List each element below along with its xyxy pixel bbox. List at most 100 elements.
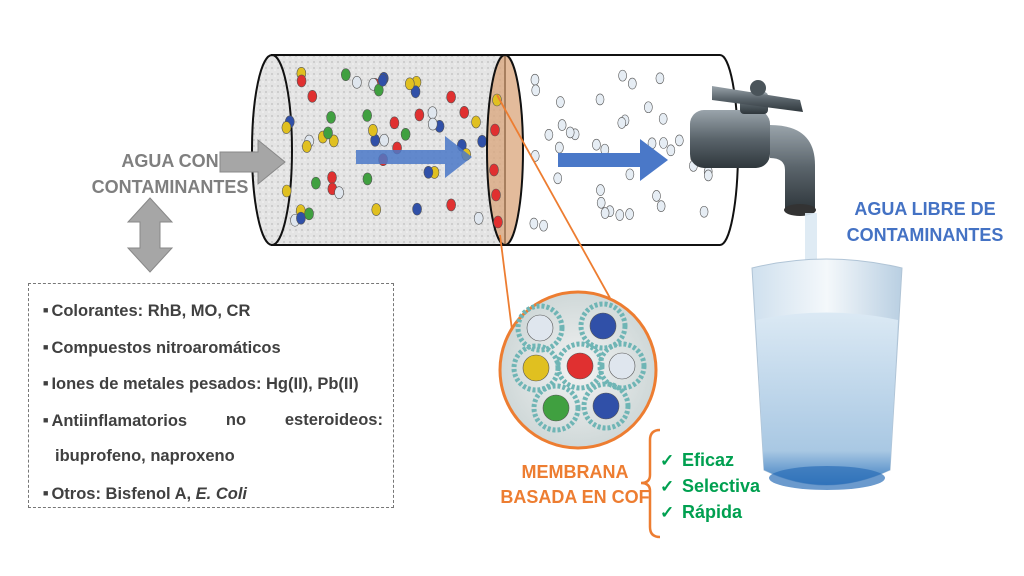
water-molecule (600, 207, 610, 219)
particle (296, 74, 307, 88)
clean-pipe (504, 54, 739, 246)
list-item-text: esteroideos: (284, 410, 383, 429)
benefit-text: Selectiva (682, 476, 761, 496)
particle (362, 172, 373, 186)
water-molecule (531, 84, 541, 97)
water-molecule (592, 138, 601, 151)
bullet-icon: ■ (43, 305, 49, 315)
benefit-item: ✓Eficaz (660, 447, 760, 473)
water-molecule (544, 128, 554, 141)
water-molecule (655, 72, 665, 85)
bullet-icon: ■ (43, 341, 49, 352)
adsorbed-molecule (566, 352, 594, 380)
particle (362, 109, 372, 122)
water-molecule (659, 137, 668, 149)
inlet-label-line: CONTAMINANTES (91, 177, 249, 197)
water-molecule (529, 217, 539, 230)
adsorbed-molecule (608, 352, 636, 380)
particle (334, 186, 344, 199)
trapped-particle (489, 163, 499, 177)
particle (371, 203, 382, 216)
cof-pore (531, 383, 581, 433)
water-molecule (595, 93, 605, 106)
particle (389, 116, 400, 130)
particle (379, 133, 389, 147)
trapped-particle (491, 188, 501, 202)
bullet-icon: ■ (43, 487, 49, 498)
trapped-particle (490, 123, 500, 137)
particle (446, 90, 456, 104)
water-molecule (617, 117, 627, 129)
list-item-italic: E. Coli (195, 484, 248, 503)
benefit-text: Eficaz (682, 450, 735, 470)
trapped-particle (492, 93, 502, 107)
list-item: ■Compuestos nitroaromáticos (43, 329, 383, 366)
water-molecule (625, 168, 635, 181)
particle (327, 171, 337, 184)
list-item-text: Colorantes: RhB, MO, CR (51, 302, 251, 320)
contaminants-list: ■Colorantes: RhB, MO, CR ■Compuestos nit… (28, 283, 394, 508)
cof-pore (555, 341, 605, 391)
list-item-text: no (225, 410, 247, 429)
inlet-arrow-icon (219, 138, 286, 186)
membrane-label-line: BASADA EN COF (500, 487, 650, 507)
particle (302, 140, 312, 153)
water-molecule (539, 219, 548, 232)
particle (377, 73, 388, 87)
water-molecule (556, 96, 565, 108)
double-arrow-icon (126, 197, 174, 273)
water-molecule (628, 77, 637, 90)
check-icon: ✓ (660, 477, 675, 496)
particle (304, 207, 314, 221)
particle (323, 126, 333, 140)
particle (281, 121, 292, 134)
particle (446, 198, 456, 212)
water-molecule (652, 190, 661, 202)
water-molecule (703, 169, 713, 182)
cof-pore (597, 341, 647, 391)
brace-icon (640, 428, 661, 539)
particle (427, 106, 438, 119)
cof-pore (515, 303, 565, 353)
particle (352, 76, 362, 89)
adsorbed-molecule (592, 392, 620, 420)
water-molecule (618, 69, 627, 82)
flow-arrow-icon (356, 136, 472, 178)
water-molecule (555, 141, 564, 154)
list-item: ■Otros: Bisfenol A, E. Coli (43, 475, 383, 512)
particle (423, 165, 434, 179)
list-item-text: Compuestos nitroaromáticos (51, 338, 281, 357)
particle (427, 117, 438, 131)
flow-arrow-icon (558, 139, 668, 181)
water-molecule (596, 184, 605, 196)
particle (477, 135, 487, 148)
inlet-label-line: AGUA CON (121, 151, 219, 171)
benefit-text: Rápida (682, 502, 743, 522)
water-molecule (658, 113, 668, 125)
particle (307, 90, 318, 103)
outlet-label-line: CONTAMINANTES (846, 225, 1004, 245)
particle (410, 85, 421, 99)
check-icon: ✓ (660, 503, 675, 522)
membrane-label-line: MEMBRANA (521, 462, 629, 482)
benefit-item: ✓ Rápida (660, 499, 760, 525)
cof-membrane (486, 54, 524, 246)
cof-pore (581, 381, 631, 431)
particle (368, 124, 378, 137)
particle (341, 68, 351, 82)
water-molecule (530, 73, 540, 86)
bullet-icon: ■ (43, 414, 49, 425)
particle (405, 77, 415, 91)
water-molecule (596, 197, 606, 209)
particle (412, 202, 422, 216)
particle (400, 127, 411, 141)
particle (281, 184, 292, 198)
trapped-particle (493, 215, 503, 229)
water-molecule (565, 126, 575, 139)
water-molecule (615, 209, 625, 221)
benefits-list: ✓Eficaz ✓ Selectiva ✓ Rápida (660, 447, 760, 525)
inlet-label: AGUA CON CONTAMINANTES (90, 148, 250, 200)
particle (311, 176, 321, 190)
